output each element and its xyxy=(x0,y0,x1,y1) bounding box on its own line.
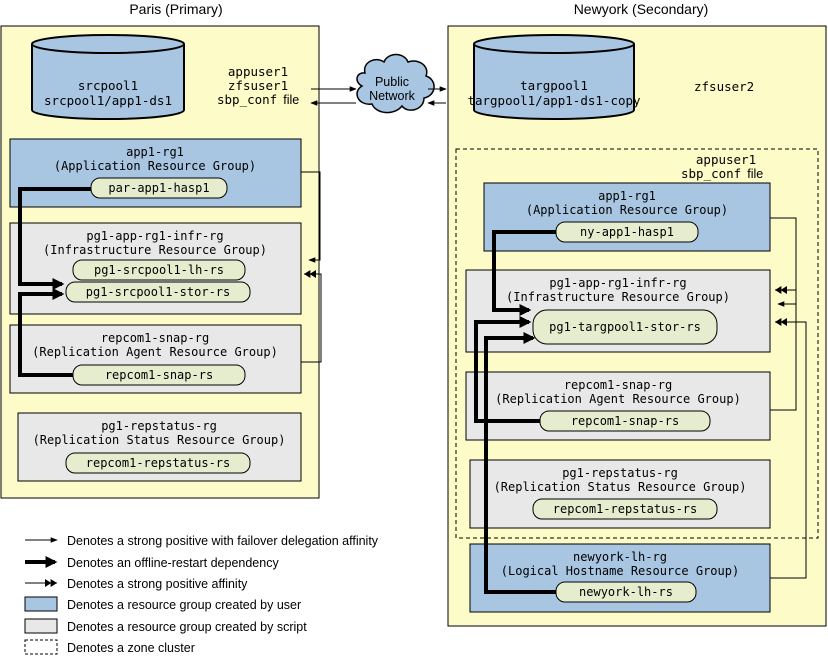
secondary-rep-strong-affinity-path xyxy=(770,286,797,411)
secondary-lh-rg-desc: (Logical Hostname Resource Group) xyxy=(501,564,739,578)
legend-item-user-rg: Denotes a resource group created by user xyxy=(67,598,301,612)
primary-infra-lh-pill xyxy=(72,259,246,281)
primary-rep-resource: repcom1-snap-rs xyxy=(105,368,213,382)
secondary-site-title: Newyork (Secondary) xyxy=(574,1,709,17)
legend: Denotes a strong positive with failover … xyxy=(24,534,379,655)
secondary-app-rg-desc: (Application Resource Group) xyxy=(526,203,728,217)
primary-rep-rg-desc: (Replication Agent Resource Group) xyxy=(32,345,278,359)
primary-status-resource: repcom1-repstatus-rs xyxy=(86,456,231,470)
primary-status-rg-desc: (Replication Status Resource Group) xyxy=(33,433,286,447)
primary-app-delegation-affinity-path xyxy=(301,171,321,263)
primary-site-title: Paris (Primary) xyxy=(129,1,222,17)
secondary-status-rg-name: pg1-repstatus-rg xyxy=(562,466,678,480)
legend-item-offline-restart: Denotes an offline-restart dependency xyxy=(67,556,279,570)
secondary-app-resource: ny-app1-hasp1 xyxy=(580,225,674,239)
primary-infra-stor-resource: pg1-srcpool1-stor-rs xyxy=(86,285,231,299)
primary-infra-rg-desc: (Infrastructure Resource Group) xyxy=(43,243,267,257)
primary-rep-offline-restart-path xyxy=(18,288,73,377)
legend-item-script-rg: Denotes a resource group created by scri… xyxy=(67,620,307,634)
primary-infra-rg-name: pg1-app-rg1-infr-rg xyxy=(86,229,223,243)
legend-item-delegation: Denotes a strong positive with failover … xyxy=(67,534,379,548)
secondary-lh-offline-restart-path xyxy=(484,332,556,594)
secondary-rep-rg-desc: (Replication Agent Resource Group) xyxy=(495,392,741,406)
secondary-database-icon xyxy=(473,34,635,120)
secondary-app-user: appuser1 xyxy=(696,152,756,167)
secondary-app-delegation-affinity-path xyxy=(770,217,797,307)
legend-script-rg-swatch xyxy=(24,618,58,634)
primary-app-resource: par-app1-hasp1 xyxy=(108,181,209,195)
primary-zfs-user: zfsuser1 xyxy=(228,78,288,93)
zone-cluster-box xyxy=(455,148,819,539)
secondary-app-offline-restart-path xyxy=(492,230,556,316)
secondary-lh-resource: newyork-lh-rs xyxy=(579,585,673,599)
primary-database-icon xyxy=(31,34,185,120)
primary-rep-strong-affinity-path xyxy=(301,270,322,363)
secondary-status-rg-desc: (Replication Status Resource Group) xyxy=(494,480,747,494)
secondary-pool-path: targpool1/app1-ds1-copy xyxy=(467,93,641,108)
network-label-line1: Public xyxy=(375,75,409,89)
network-label-line2: Network xyxy=(369,89,416,103)
primary-status-rg-name: pg1-repstatus-rg xyxy=(101,419,217,433)
secondary-infra-rg-desc: (Infrastructure Resource Group) xyxy=(506,290,730,304)
primary-app-user: appuser1 xyxy=(228,64,288,79)
legend-user-rg-swatch xyxy=(24,596,58,612)
primary-pool-path: srcpool1/app1-ds1 xyxy=(44,93,172,108)
secondary-zfs-user: zfsuser2 xyxy=(694,79,754,94)
secondary-infra-rg-name: pg1-app-rg1-infr-rg xyxy=(549,276,686,290)
primary-infra-lh-resource: pg1-srcpool1-lh-rs xyxy=(94,263,224,277)
secondary-rep-resource: repcom1-snap-rs xyxy=(571,414,679,428)
primary-rep-rg-name: repcom1-snap-rg xyxy=(101,331,209,345)
secondary-rep-rg-name: repcom1-snap-rg xyxy=(564,378,672,392)
primary-status-resource-pill xyxy=(65,452,251,474)
legend-zone-cluster-swatch xyxy=(24,639,58,655)
secondary-status-resource: repcom1-repstatus-rs xyxy=(553,502,698,516)
secondary-infra-stor-pill xyxy=(532,309,718,345)
public-network-cloud-icon xyxy=(356,53,435,114)
legend-item-zone-cluster: Denotes a zone cluster xyxy=(67,641,195,655)
primary-app-rg-name: app1-rg1 xyxy=(126,145,184,159)
legend-item-strong-affinity: Denotes a strong positive affinity xyxy=(67,577,248,591)
secondary-app-rg-name: app1-rg1 xyxy=(598,189,656,203)
primary-app-offline-restart-path xyxy=(18,187,91,290)
secondary-rep-offline-restart-path xyxy=(474,316,540,423)
secondary-infra-stor-resource: pg1-targpool1-stor-rs xyxy=(549,320,701,334)
secondary-lh-strong-affinity-path xyxy=(770,318,807,579)
primary-app-rg-desc: (Application Resource Group) xyxy=(54,159,256,173)
secondary-lh-rg-name: newyork-lh-rg xyxy=(573,550,667,564)
primary-infra-stor-pill xyxy=(65,281,251,303)
secondary-pool-name: targpool1 xyxy=(520,78,588,93)
secondary-status-resource-pill xyxy=(532,498,718,520)
primary-pool-name: srcpool1 xyxy=(78,78,138,93)
